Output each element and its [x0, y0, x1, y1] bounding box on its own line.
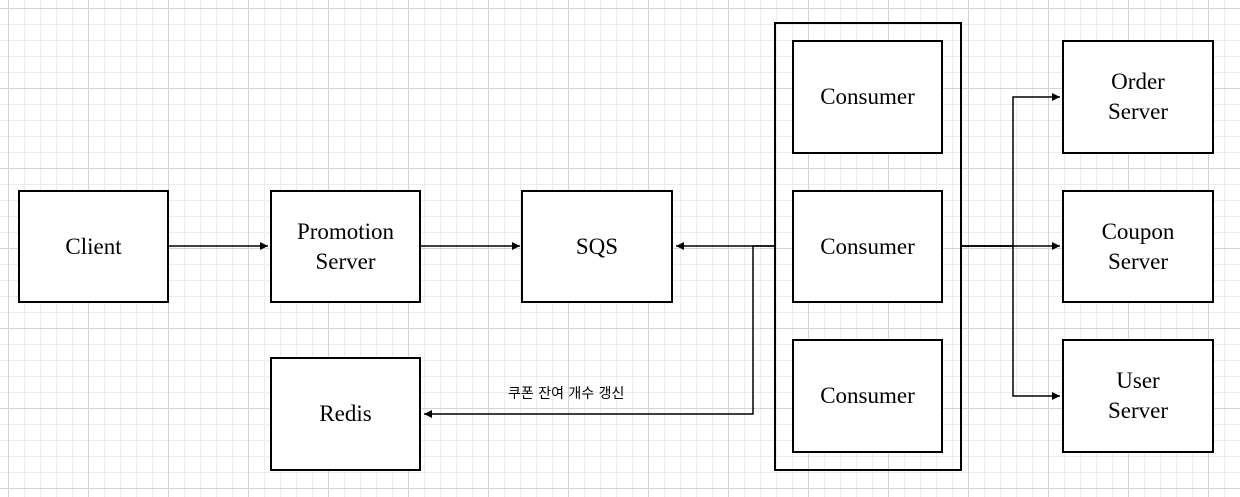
- consumer-group-container: [774, 22, 962, 471]
- edge-consumer-redis: [424, 245, 774, 418]
- consumer-label-3: Consumer: [820, 383, 915, 408]
- order-server-node: Order Server: [1062, 40, 1214, 154]
- consumer-label-1: Consumer: [820, 84, 915, 109]
- order-server-label: Order Server: [1107, 69, 1169, 124]
- consumer-node-3: Consumer: [792, 339, 943, 453]
- client-node: Client: [18, 190, 169, 303]
- consumer-label-2: Consumer: [820, 233, 915, 259]
- promotion-server-node: Promotion Server: [270, 190, 421, 303]
- redis-update-edge-label: 쿠폰 잔여 개수 갱신: [508, 386, 625, 402]
- redis-node: Redis: [270, 357, 421, 471]
- edge-consumer-order: [962, 93, 1060, 247]
- consumer-node-1: Consumer: [792, 40, 943, 154]
- consumer-node-2: Consumer: [792, 190, 943, 303]
- redis-label: Redis: [319, 401, 372, 426]
- sqs-node: SQS: [521, 190, 673, 303]
- edge-consumer-user: [962, 245, 1060, 400]
- coupon-server-node: Coupon Server: [1062, 190, 1214, 303]
- user-server-node: User Server: [1062, 339, 1214, 453]
- user-server-label: User Server: [1107, 368, 1169, 423]
- promotion-server-label: Promotion Server: [296, 218, 395, 274]
- coupon-server-label: Coupon Server: [1101, 218, 1175, 274]
- sqs-label: SQS: [575, 233, 619, 259]
- client-label: Client: [65, 233, 122, 259]
